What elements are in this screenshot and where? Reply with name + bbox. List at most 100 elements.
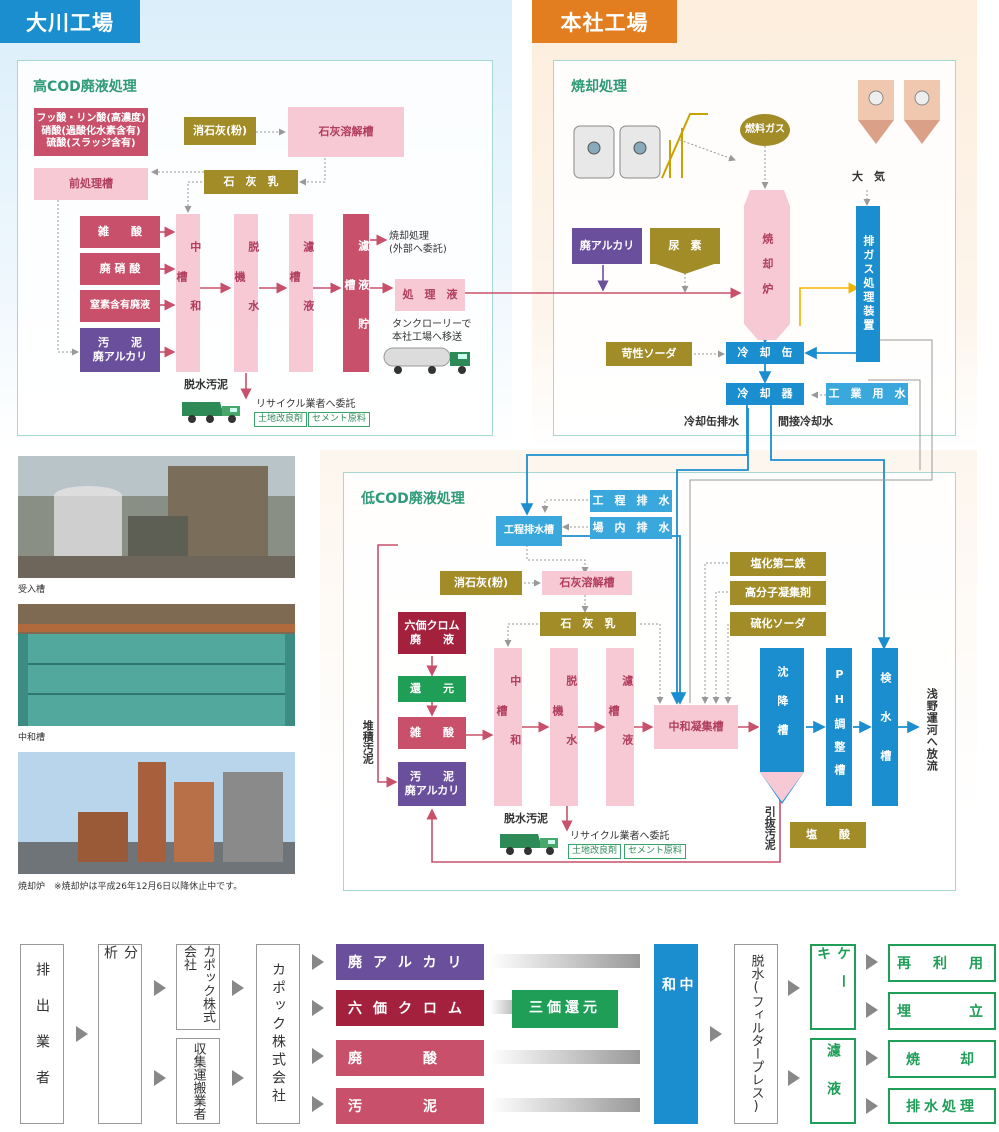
accumulated-sludge-label: 堆積汚泥 [361,720,375,764]
photo-receiving-tank [18,456,295,578]
legend-gray-arrow-2 [490,1000,514,1014]
high-input-3: 汚 泥 廃アルカリ [80,328,160,372]
legend-kapok-b: カポック株式会社 [256,944,300,1124]
legend-gray-arrow-4 [490,1098,640,1112]
high-filtrate-tank: 濾液槽 [288,214,315,372]
high-cod-source-acids: フッ酸・リン酸(高濃度) 硝酸(過酸化水素含有) 硫酸(スラッジ含有) [34,108,148,156]
incineration-title: 焼却処理 [571,79,627,95]
low-sludge-label: 脱水汚泥 [504,812,548,825]
legend-gray-arrow-1 [490,954,640,968]
cooler-drain-label: 冷却缶排水 [684,415,739,428]
ferric-chloride: 塩化第二鉄 [730,552,826,576]
legend-neutralization: 中和 [654,944,698,1124]
urea-funnel [650,262,720,274]
low-tag-soil: 土地改良剤 [568,844,622,859]
legend-dewatering: 脱水(フィルタープレス) [734,944,778,1124]
okawa-factory-label: 大川工場 [0,0,140,43]
site-drain-input: 場 内 排 水 [590,517,672,539]
legend-trivalent-reduction: 三価還元 [512,990,618,1028]
legend-arrow-5 [710,1026,722,1042]
legend-discharger: 排出業者 [20,944,64,1124]
photo-incinerator [18,752,295,874]
pretreatment-tank: 前処理槽 [34,168,148,200]
ph-adjust-tank: PH調整槽 [826,648,852,806]
high-neutral-tank: 中和槽 [175,214,202,372]
legend-arrow-7c [866,1050,878,1066]
high-storage-tank: 濾液貯槽 [343,214,370,372]
legend-arrow-6a [788,980,800,996]
low-cod-title: 低COD廃液処理 [361,491,465,507]
high-cod-title: 高COD廃液処理 [33,79,137,95]
indirect-cooling-label: 間接冷却水 [778,415,833,428]
legend-arrow-4b [312,1000,324,1016]
legend-arrow-4a [312,954,324,970]
high-input-0: 雑 酸 [80,216,160,248]
low-misc-acid: 雑 酸 [398,717,466,749]
legend-arrow-2a [154,980,166,996]
photo-caption-2: 焼却炉 ※焼却炉は平成26年12月6日以降休止中です。 [18,882,243,892]
high-sludge-label: 脱水汚泥 [184,378,228,391]
process-drain-tank: 工程排水槽 [496,516,562,546]
tanker-label: タンクローリーで 本社工場へ移送 [392,319,472,343]
legend-filtrate: 濾液 [810,1038,856,1124]
incinerator: 焼却炉 [760,232,774,308]
high-input-1: 廃 硝 酸 [80,253,160,285]
photo-caption-1: 中和槽 [18,733,46,743]
treated-liquid: 処 理 液 [395,279,465,311]
legend-arrow-2b [154,1070,166,1086]
urea-input: 尿 素 [650,228,720,264]
high-recycle-label: リサイクル業者へ委託 [256,399,356,410]
atmosphere-label: 大 気 [852,170,885,183]
incinerator-body [744,190,790,340]
fuel-gas: 燃料ガス [740,114,790,146]
legend-bar-acid: 廃 酸 [336,1040,484,1076]
legend-arrow-6b [788,1070,800,1086]
high-lime-milk: 石 灰 乳 [204,170,298,194]
legend-out-incinerate: 焼 却 [888,1040,996,1078]
legend-bar-sludge: 汚 泥 [336,1088,484,1124]
coagulation-tank: 中和凝集槽 [654,705,738,749]
honsha-factory-label: 本社工場 [532,0,677,43]
hydrochloric-acid: 塩 酸 [790,822,866,848]
legend-arrow-7a [866,954,878,970]
exhaust-treatment: 排ガス処理装置 [856,206,880,362]
high-input-2: 窒素含有廃液 [80,290,160,322]
low-sludge-alkali: 汚 泥 廃アルカリ [398,762,466,806]
settling-tank: 沈降槽 [775,665,789,753]
high-dewater: 脱水機 [233,214,260,372]
high-lime-powder: 消石灰(粉) [184,117,256,145]
storage-tanks-illustration [573,113,708,179]
low-tag-cement: セメント原料 [624,844,686,859]
tank-lorry-icon [383,347,470,374]
release-canal-label: 浅野運河へ放流 [925,688,939,772]
low-lime-powder: 消石灰(粉) [440,571,522,595]
legend-analysis: 分析 [98,944,142,1124]
sodium-sulfide: 硫化ソーダ [730,612,826,636]
settling-tank-body [760,648,804,804]
cooler-can: 冷 却 缶 [726,342,804,364]
monitor-tank: 検水槽 [872,648,898,806]
low-lime-tank: 石灰溶解槽 [542,571,632,595]
legend-gray-arrow-3 [490,1050,640,1064]
legend-bar-chrome: 六価クロム [336,990,484,1026]
legend-out-reuse: 再 利 用 [888,944,996,982]
legend-out-landfill: 埋 立 [888,992,996,1030]
industrial-water: 工 業 用 水 [826,383,908,405]
dump-truck-icon [182,402,240,423]
legend-arrow-7d [866,1098,878,1114]
polymer-coagulant: 高分子凝集剤 [730,581,826,605]
reduction-step: 還 元 [398,676,466,702]
process-drain-input: 工 程 排 水 [590,490,672,512]
pulled-sludge-label: 引抜汚泥 [763,806,777,850]
incineration-outsourced-label: 焼却処理 (外部へ委託) [389,231,447,255]
caustic-soda-input: 苛性ソーダ [606,342,692,366]
legend-arrow-1 [76,1026,88,1042]
legend-collector: 収集運搬業者 [176,1038,220,1124]
legend-arrow-4d [312,1096,324,1112]
low-dewater: 脱水機 [550,648,578,806]
cooler: 冷 却 器 [726,383,804,405]
low-lime-milk: 石 灰 乳 [540,612,636,636]
legend-arrow-7b [866,1002,878,1018]
low-dump-truck-icon [500,834,558,855]
photo-neutral-tank [18,604,295,726]
